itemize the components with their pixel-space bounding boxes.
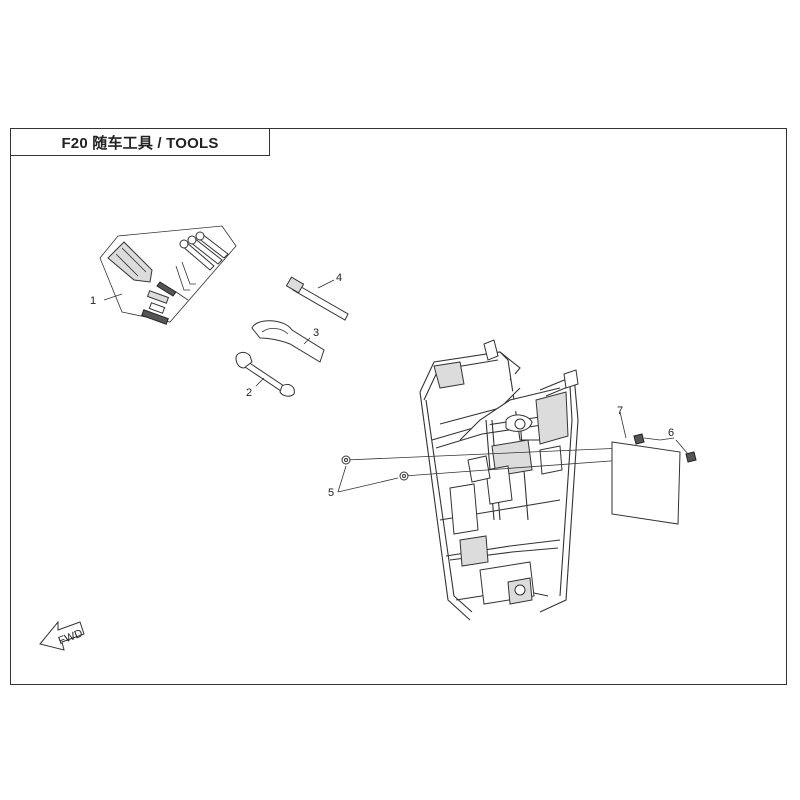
bolt-group: 6 — [633, 427, 697, 463]
frame-bracket-upper — [433, 361, 465, 389]
callout-3: 3 — [313, 327, 319, 339]
fwd-arrow: FWD — [39, 620, 85, 651]
frame-plate-right — [535, 391, 569, 445]
callout-1: 1 — [90, 295, 96, 307]
socket-bit-icon — [141, 290, 170, 325]
hook-spanner: 3 — [251, 320, 325, 363]
callout-2: 2 — [246, 387, 252, 399]
hex-bolt-icon — [685, 451, 697, 463]
drawing-frame — [10, 128, 787, 685]
title-box: F20 随车工具 / TOOLS — [10, 128, 270, 156]
callout-4: 4 — [336, 272, 342, 284]
spanner-set-icon — [179, 231, 229, 271]
flange-nut-group: 5 — [328, 455, 409, 499]
vehicle-frame — [419, 339, 579, 621]
callout-7: 7 — [617, 405, 623, 417]
screwdriver-icon — [156, 281, 189, 301]
tool-kit-outline — [99, 225, 237, 323]
hex-bolt-icon — [633, 433, 645, 445]
tool-kit-group: 1 — [90, 225, 237, 325]
tool-pouch-icon — [107, 241, 153, 283]
page-title: F20 随车工具 / TOOLS — [61, 134, 219, 152]
mounting-plate: 7 — [611, 405, 681, 525]
open-end-wrench: 2 — [235, 351, 295, 399]
callout-5: 5 — [328, 487, 334, 499]
fwd-arrow-icon — [39, 620, 85, 651]
hex-key-icon — [175, 261, 196, 291]
callout-6: 6 — [668, 427, 674, 439]
extension-rod: 4 — [285, 272, 349, 321]
